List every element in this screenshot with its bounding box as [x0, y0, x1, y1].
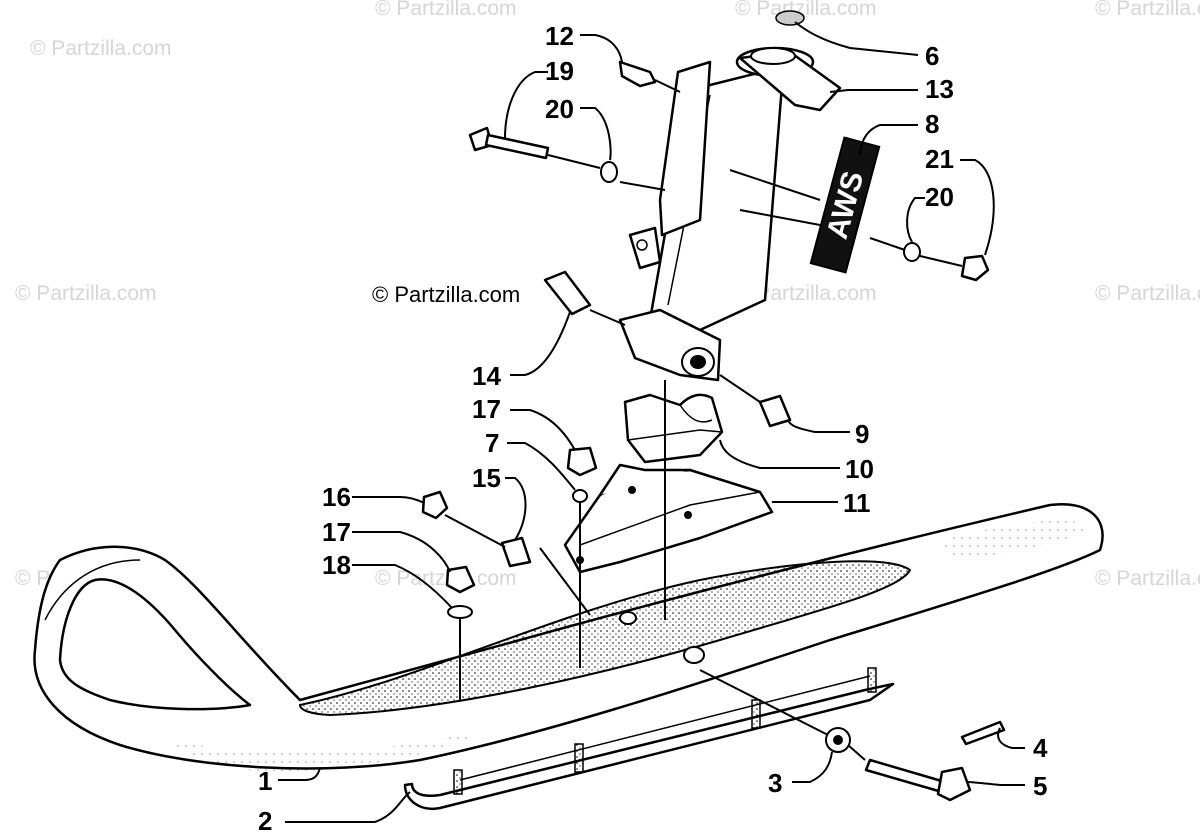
callout-1: 1: [258, 766, 272, 796]
callout-21: 21: [925, 144, 954, 174]
callout-19: 19: [545, 56, 574, 86]
wear-block: [623, 393, 724, 464]
callout-labels: 1 2 3 4 5 6 7 8 9 10 11 12 13 14 15 16 1…: [258, 21, 1048, 836]
callout-12: 12: [545, 21, 574, 51]
callout-2: 2: [258, 806, 272, 836]
callout-10: 10: [845, 454, 874, 484]
watermark: © Partzilla.com: [1095, 0, 1200, 20]
callout-17-lower: 17: [322, 517, 351, 547]
callout-18: 18: [322, 550, 351, 580]
callout-3: 3: [768, 768, 782, 798]
watermark: © Partzilla.com: [1095, 282, 1200, 305]
callout-16: 16: [322, 482, 351, 512]
ski-runner: [403, 667, 895, 811]
leader-lines: [278, 21, 1025, 823]
callout-8: 8: [925, 109, 939, 139]
callout-15: 15: [472, 463, 501, 493]
callout-13: 13: [925, 74, 954, 104]
callout-20-right: 20: [925, 182, 954, 212]
callout-5: 5: [1033, 771, 1047, 801]
callout-7: 7: [485, 428, 499, 458]
callout-17-upper: 17: [472, 394, 501, 424]
saddle-bracket: [563, 463, 774, 574]
watermark: © Partzilla.com: [375, 0, 517, 20]
watermark: © Partzilla.com: [735, 0, 877, 20]
callout-11: 11: [843, 488, 871, 518]
watermark: © Partzilla.com: [30, 37, 172, 60]
callout-6: 6: [925, 41, 939, 71]
copyright-label: © Partzilla.com: [372, 282, 520, 307]
aws-decal: AWS: [809, 136, 881, 274]
watermark: © Partzilla.com: [735, 282, 877, 305]
callout-9: 9: [855, 419, 869, 449]
hardware: [421, 10, 1006, 802]
watermark: © Partzilla.com: [375, 567, 517, 590]
ski-body: [33, 502, 1104, 772]
callout-4: 4: [1033, 733, 1048, 763]
callout-14: 14: [472, 361, 501, 391]
watermark: © Partzilla.com: [1095, 567, 1200, 590]
spindle-shock: [618, 46, 842, 382]
callout-20-left: 20: [545, 94, 574, 124]
watermark: © Partzilla.com: [15, 282, 157, 305]
